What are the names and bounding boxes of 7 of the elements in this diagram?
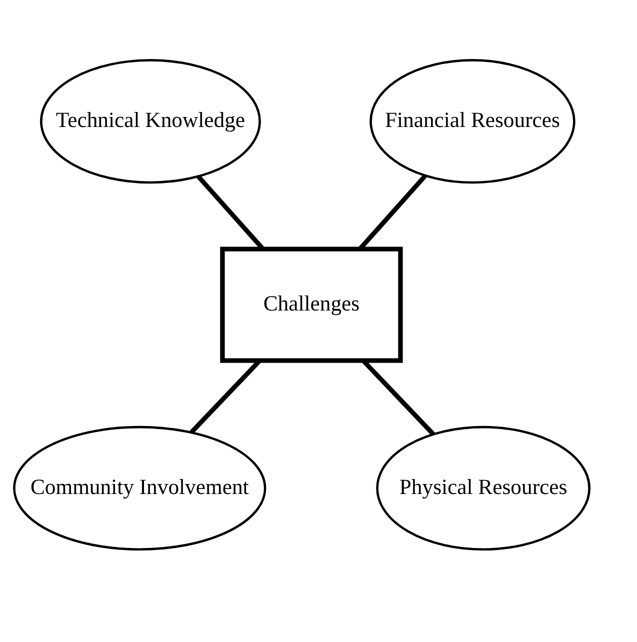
node-ellipse: Financial Resources bbox=[370, 58, 576, 184]
node-ellipse: Community Involvement bbox=[13, 425, 266, 550]
connector bbox=[196, 174, 265, 250]
connector bbox=[358, 174, 427, 250]
node-ellipse: Technical Knowledge bbox=[40, 58, 261, 184]
node-box: Challenges bbox=[220, 246, 403, 362]
node-ellipse: Physical Resources bbox=[376, 425, 590, 550]
